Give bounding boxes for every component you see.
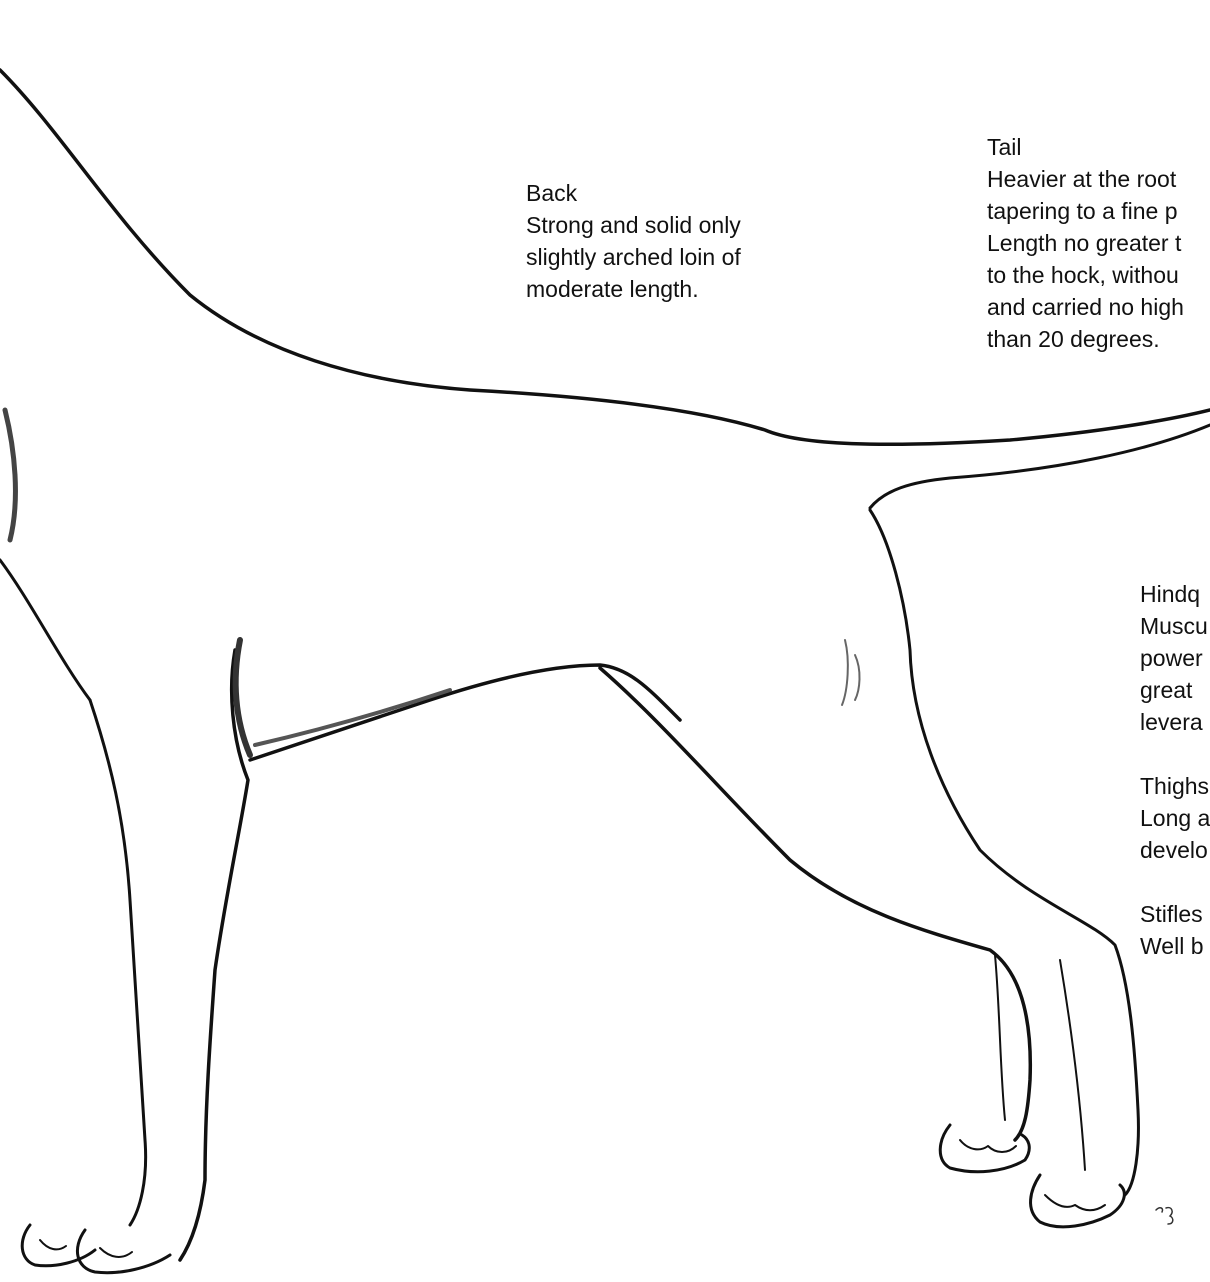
hip-shading (842, 640, 860, 705)
hindquarters-annotation: Hindq Muscu power great levera (1140, 578, 1210, 738)
back-text-line: slightly arched loin of (526, 241, 826, 273)
elbow-shading (236, 640, 250, 755)
chest-outline (0, 560, 90, 700)
hindquarters-text-line: power (1140, 642, 1210, 674)
hind-paw-rear-toes (1045, 1195, 1105, 1210)
stifles-annotation: Stifles Well b (1140, 898, 1210, 962)
thighs-text-line: Long a (1140, 802, 1210, 834)
hind-paw-rear (1031, 1175, 1125, 1227)
tail-text-line: than 20 degrees. (987, 323, 1210, 355)
hindquarters-text-line: levera (1140, 706, 1210, 738)
hindquarters-text-line: great (1140, 674, 1210, 706)
tail-text-line: to the hock, withou (987, 259, 1210, 291)
tail-text-line: tapering to a fine p (987, 195, 1210, 227)
back-text-line: Strong and solid only (526, 209, 826, 241)
tail-heading: Tail (987, 131, 1210, 163)
thighs-heading: Thighs (1140, 770, 1210, 802)
back-text-line: moderate length. (526, 273, 826, 305)
front-leg-rear-outline (180, 650, 248, 1260)
hind-leg-inner-line (995, 955, 1005, 1120)
tail-annotation: Tail Heavier at the root tapering to a f… (987, 131, 1210, 355)
front-leg-front-outline (90, 700, 146, 1225)
tail-text-line: and carried no high (987, 291, 1210, 323)
thighs-text-line: develo (1140, 834, 1210, 866)
chest-shading (5, 410, 15, 540)
hindquarters-heading: Hindq (1140, 578, 1210, 610)
belly-outline (250, 665, 680, 760)
hind-paw-front-toes (960, 1140, 1016, 1152)
back-annotation: Back Strong and solid only slightly arch… (526, 177, 826, 305)
tail-text-line: Length no greater t (987, 227, 1210, 259)
hind-leg-front-outline (600, 668, 1030, 1140)
tail-text-line: Heavier at the root (987, 163, 1210, 195)
belly-shading (255, 690, 450, 745)
hind-leg-rear-outline (870, 510, 1138, 1195)
thighs-annotation: Thighs Long a develo (1140, 770, 1210, 866)
artist-signature (1150, 1200, 1190, 1230)
hind-leg-inner-line-2 (1060, 960, 1085, 1170)
stifles-text-line: Well b (1140, 930, 1210, 962)
hindquarters-text-line: Muscu (1140, 610, 1210, 642)
stifles-heading: Stifles (1140, 898, 1210, 930)
back-heading: Back (526, 177, 826, 209)
